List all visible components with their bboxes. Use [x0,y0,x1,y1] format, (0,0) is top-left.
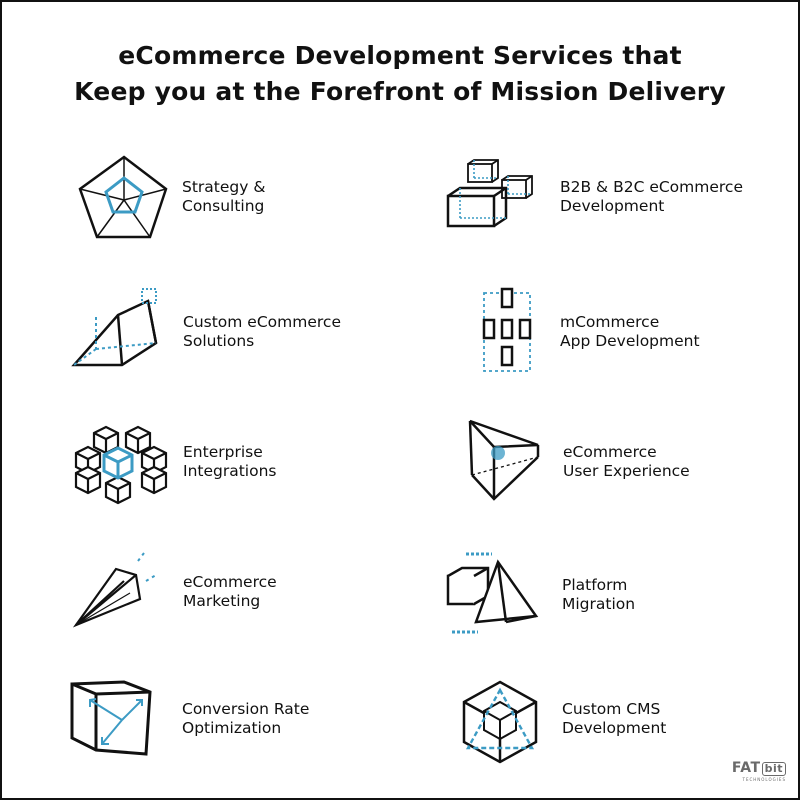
pentagon-radar-icon [78,155,168,239]
wedge-shape-icon [71,288,158,367]
mobile-grid-icon [482,287,532,372]
triangular-prism-icon [468,419,540,501]
title-line-1: eCommerce Development Services that [118,41,682,70]
cube-arrows-icon [70,680,152,756]
hexagon-cube-icon [462,680,538,764]
page-title: eCommerce Development Services that Keep… [2,38,798,110]
cube-cluster-icon [74,425,168,505]
paper-plane-icon [72,552,157,628]
title-line-2: Keep you at the Forefront of Mission Del… [74,77,726,106]
cube-pyramid-icon [446,552,539,634]
service-strategy-consulting: Strategy &Consulting [72,152,432,242]
service-label: Strategy &Consulting [182,178,266,215]
boxes-stack-icon [446,159,533,228]
